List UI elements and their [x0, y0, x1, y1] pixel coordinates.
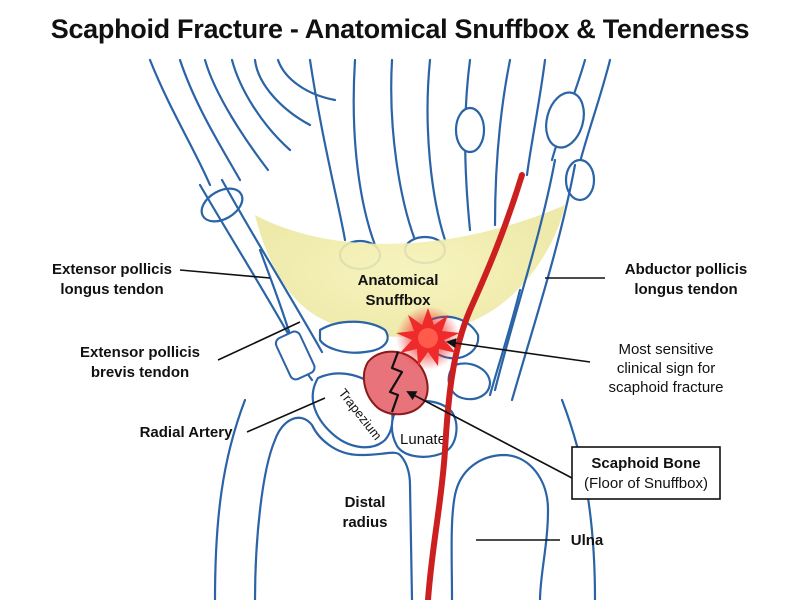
- leader-epl: [179, 269, 271, 279]
- epb-label-line2: brevis tendon: [91, 364, 189, 381]
- scaphoid-label-line1: Scaphoid Bone: [591, 455, 700, 472]
- sign-label-line2: clinical sign for: [617, 360, 715, 377]
- apl-label-line1: Abductor pollicis: [625, 261, 748, 278]
- epb-label-line1: Extensor pollicis: [80, 344, 200, 361]
- apl-label-line2: longus tendon: [634, 281, 737, 298]
- sign-label-line1: Most sensitive: [618, 341, 713, 358]
- leader-radial-artery: [246, 397, 326, 433]
- epb-tendon: [258, 248, 316, 382]
- leader-scaphoid-arrow: [406, 391, 573, 479]
- radial-artery: [425, 172, 525, 600]
- tenderness-burst-icon: [396, 306, 460, 370]
- scaphoid-callout-box: Scaphoid Bone (Floor of Snuffbox): [571, 446, 721, 500]
- ulna-bone: [450, 453, 550, 600]
- apl-tendon: [488, 158, 577, 402]
- lunate-label: Lunate: [400, 431, 446, 448]
- epl-label-line2: longus tendon: [60, 281, 163, 298]
- snuffbox-label-line2: Snuffbox: [366, 292, 432, 309]
- fracture-line: [388, 351, 404, 413]
- epl-label-line1: Extensor pollicis: [52, 261, 172, 278]
- ulna-label: Ulna: [571, 532, 604, 549]
- distal-radius-label-line1: Distal: [345, 494, 386, 511]
- snuffbox-highlight: [255, 205, 565, 337]
- lunate-bone: Lunate: [390, 399, 458, 458]
- radial-artery-label: Radial Artery: [140, 424, 233, 441]
- distal-radius-label-line2: radius: [342, 514, 387, 531]
- distal-radius: [253, 416, 414, 600]
- sign-label-line3: scaphoid fracture: [608, 379, 723, 396]
- leader-lines: [179, 269, 605, 541]
- forearm-right-edge: [560, 398, 597, 600]
- forearm-left-edge: [213, 398, 247, 600]
- leader-epb: [217, 321, 301, 361]
- snuffbox-label-line1: Anatomical: [358, 272, 439, 289]
- scaphoid-label-line2: (Floor of Snuffbox): [584, 475, 708, 492]
- diagram-title: Scaphoid Fracture - Anatomical Snuffbox …: [50, 14, 750, 44]
- leader-sign-arrow: [446, 338, 591, 363]
